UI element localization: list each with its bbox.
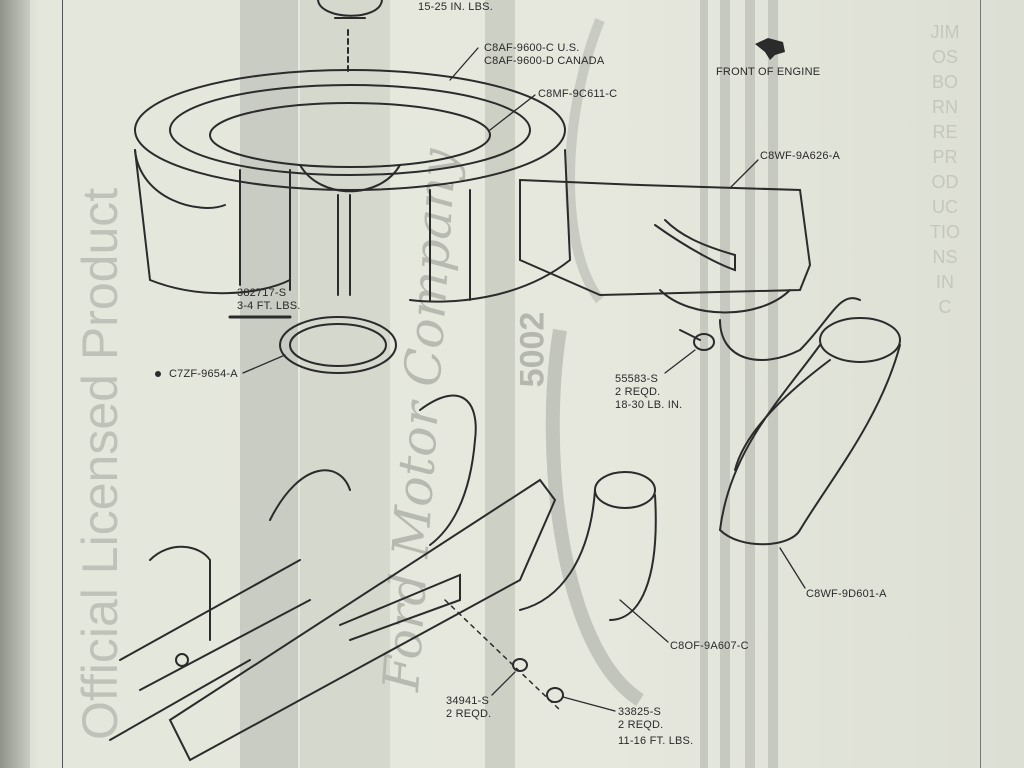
heat-stove-elbow: [519, 471, 657, 621]
shroud: [109, 394, 557, 762]
callout-line: 382717-S: [237, 287, 287, 299]
page-border-right: [980, 0, 981, 768]
page-border-left: [62, 0, 63, 768]
top-torque-note: 15-25 IN. LBS.: [418, 1, 493, 13]
callout-line: C8AF-9600-C U.S.: [484, 42, 580, 54]
wing-nut: [317, 0, 383, 76]
intake-duct: [519, 178, 861, 361]
leader-lines: [228, 47, 806, 712]
callout-line: 11-16 FT. LBS.: [618, 735, 694, 747]
flex-hose: [718, 317, 901, 546]
callout-bolt: 33825-S 2 REQD. 11-16 FT. LBS.: [618, 706, 693, 748]
callout-element: C8MF-9C611-C: [538, 88, 618, 100]
callout-hose: C8WF-9D601-A: [806, 588, 887, 600]
callout-shroud: C8OF-9A607-C: [670, 640, 749, 652]
callout-stud: 382717-S 3-4 FT. LBS.: [237, 287, 301, 313]
front-of-engine-label: FRONT OF ENGINE: [716, 66, 821, 78]
screw: [679, 329, 715, 351]
fasteners: [175, 599, 564, 711]
callout-line: 34941-S: [446, 695, 489, 707]
callout-line: 18-30 LB. IN.: [615, 399, 683, 411]
engine-front-icon: [755, 38, 785, 60]
callout-screw: 55583-S 2 REQD. 18-30 LB. IN.: [615, 373, 682, 412]
callout-gasket: C7ZF-9654-A: [169, 368, 238, 380]
watermark-vertical: JIM OSBORN REPRODUCTIONS INC: [930, 22, 960, 317]
gasket-bullet-icon: [155, 371, 161, 377]
gasket-ring: [279, 316, 397, 374]
callout-line: 2 REQD.: [615, 386, 661, 398]
callout-line: 55583-S: [615, 373, 658, 385]
callout-nut: 34941-S 2 REQD.: [446, 695, 491, 721]
page-binding: [0, 0, 30, 768]
callout-line: 33825-S: [618, 706, 661, 718]
callout-line: 3-4 FT. LBS.: [237, 300, 301, 312]
callout-duct: C8WF-9A626-A: [760, 150, 841, 162]
callout-air-cleaner: C8AF-9600-C U.S. C8AF-9600-D CANADA: [484, 42, 604, 68]
callout-line: 2 REQD.: [446, 708, 492, 720]
callout-line: C8AF-9600-D CANADA: [484, 55, 605, 67]
air-cleaner-housing: [134, 69, 572, 303]
callout-line: 2 REQD.: [618, 719, 664, 731]
